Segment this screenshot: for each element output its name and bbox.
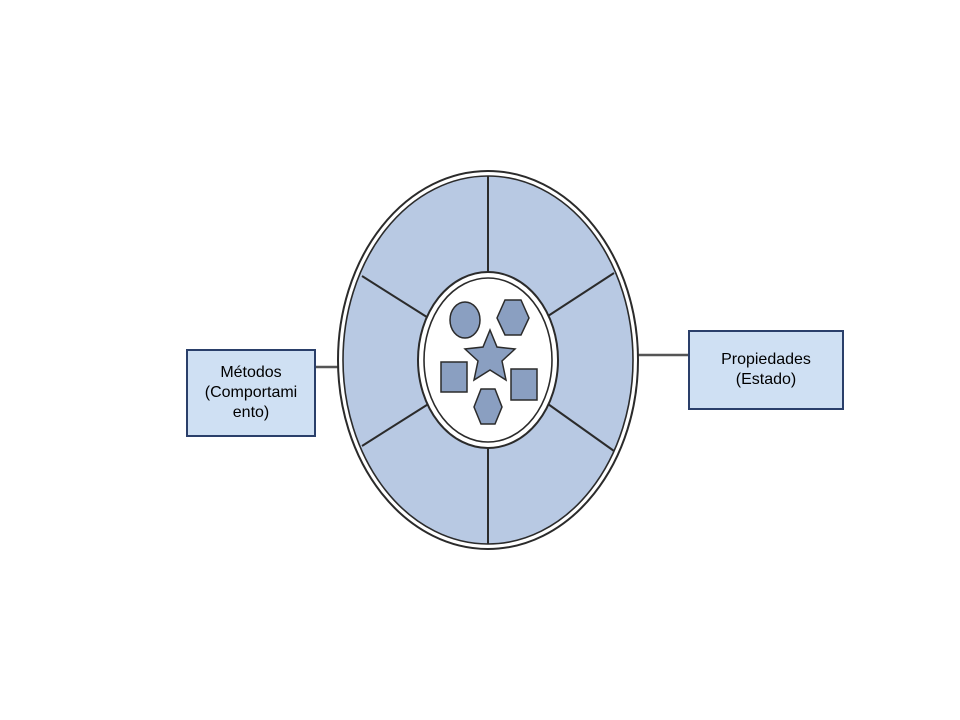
square-shape-right (510, 368, 538, 401)
properties-text: Propiedades (Estado) (721, 350, 811, 390)
methods-line-3: ento) (232, 404, 270, 421)
properties-line-2: (Estado) (735, 371, 797, 388)
star-shape (463, 328, 517, 382)
methods-line-2: (Comportami (204, 384, 298, 401)
properties-line-1: Propiedades (721, 351, 811, 368)
hexagon-shape (496, 299, 530, 336)
properties-label: Propiedades (Estado) (688, 330, 844, 410)
hexagon-shape-bottom (473, 388, 503, 425)
square-shape-left (440, 361, 468, 393)
methods-line-1: Métodos (220, 364, 282, 381)
methods-text: Métodos (Comportami ento) (205, 363, 297, 423)
circle-shape (449, 301, 481, 339)
ring-segment-dividers (361, 176, 615, 544)
methods-label: Métodos (Comportami ento) (186, 349, 316, 437)
